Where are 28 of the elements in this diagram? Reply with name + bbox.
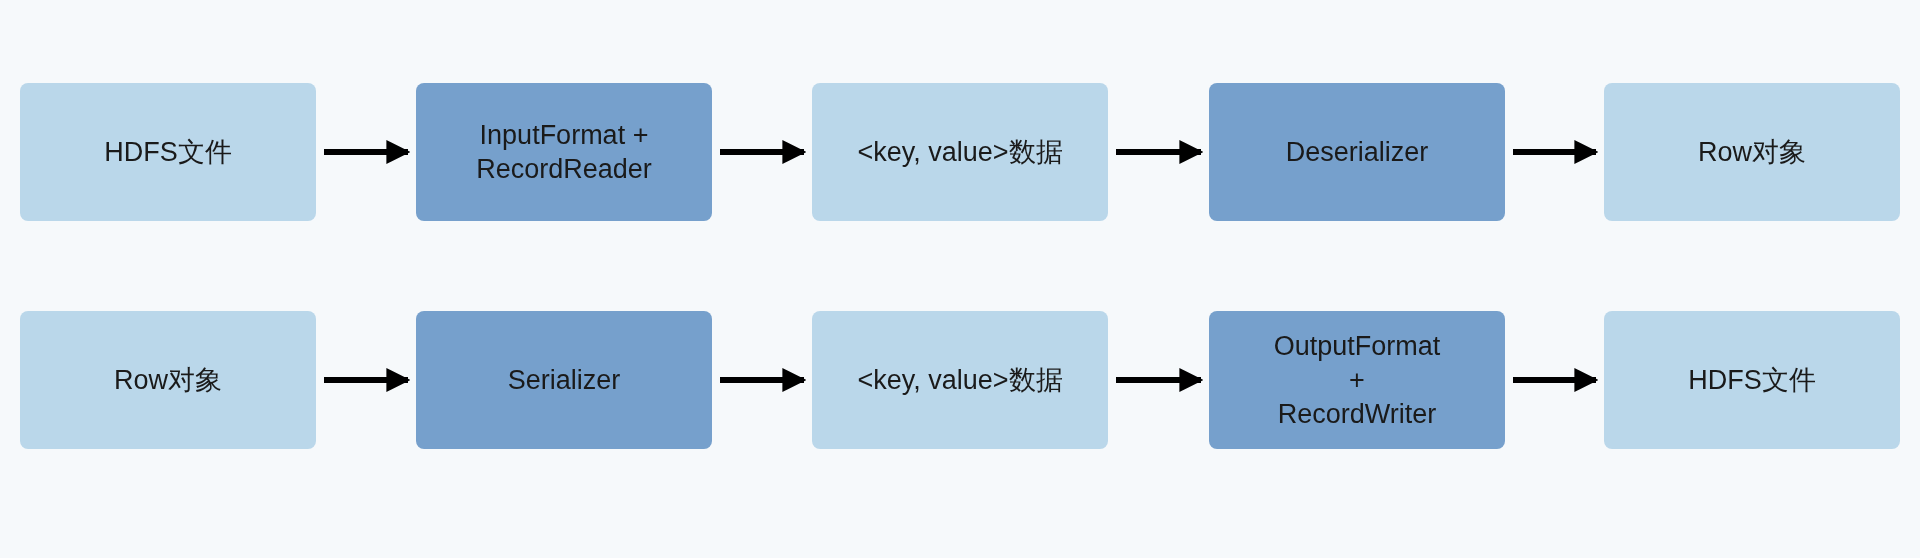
box-label: <key, value>数据: [857, 136, 1063, 169]
process-box: [20, 83, 316, 221]
box-label: Deserializer: [1285, 136, 1429, 169]
arrow: [1513, 140, 1599, 164]
arrow: [1116, 368, 1204, 392]
box-label: Row对象: [1698, 136, 1806, 169]
process-box: [812, 311, 1108, 449]
box-label: HDFS文件: [104, 136, 232, 169]
box-label: <key, value>数据: [857, 364, 1063, 397]
process-box: [1209, 83, 1505, 221]
box-label: Row对象: [114, 364, 222, 397]
arrow: [324, 140, 411, 164]
process-box: [20, 311, 316, 449]
arrow: [720, 140, 807, 164]
box-label: InputFormat + RecordReader: [476, 119, 652, 186]
process-box: [1604, 311, 1900, 449]
box-label: HDFS文件: [1688, 364, 1816, 397]
arrow: [324, 368, 411, 392]
box-label: OutputFormat + RecordWriter: [1273, 330, 1441, 431]
process-box: [416, 311, 712, 449]
process-box: [1604, 83, 1900, 221]
process-box: [812, 83, 1108, 221]
box-label: Serializer: [507, 364, 621, 397]
arrow: [1116, 140, 1204, 164]
process-box: [416, 83, 712, 221]
arrow: [1513, 368, 1599, 392]
arrow: [720, 368, 807, 392]
process-box: [1209, 311, 1505, 449]
